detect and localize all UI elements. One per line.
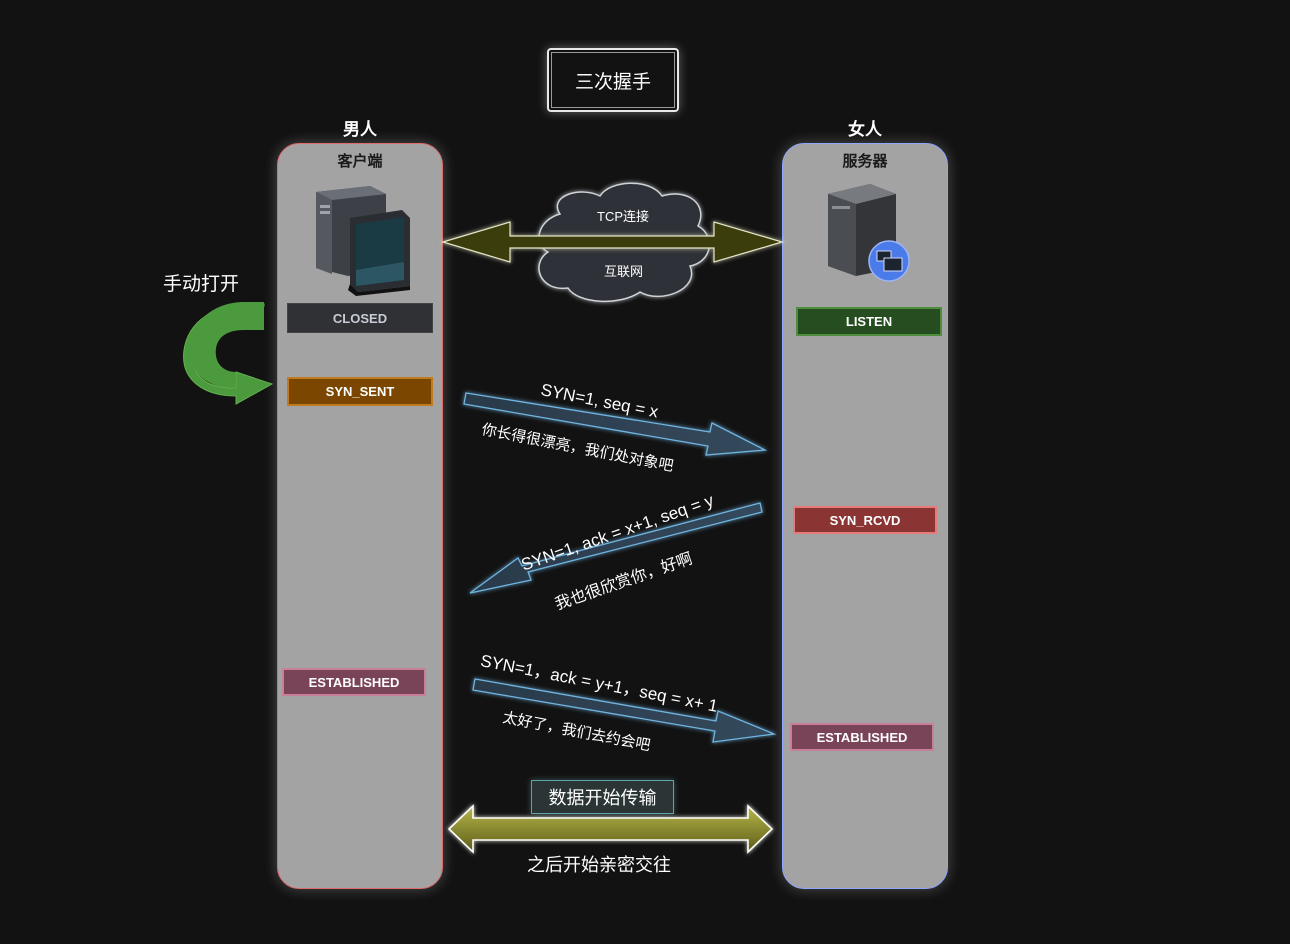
server-icon	[828, 184, 910, 282]
manual-open-label: 手动打开	[163, 274, 240, 295]
state-established-server: ESTABLISHED	[790, 723, 934, 751]
state-syn-rcvd: SYN_RCVD	[793, 506, 937, 534]
data-transfer-arrow	[447, 804, 774, 854]
server-label: 服务器	[842, 152, 888, 170]
ack-arrow	[472, 678, 777, 743]
cloud-bottom-label: 互联网	[604, 264, 644, 279]
state-established-client: ESTABLISHED	[282, 668, 426, 696]
client-label: 客户端	[337, 152, 383, 170]
syn-ack-arrow	[469, 502, 763, 594]
diagram-title: 三次握手	[547, 48, 679, 112]
client-computer-icon	[316, 186, 410, 296]
server-role: 女人	[848, 120, 882, 140]
connection-arrow	[440, 221, 785, 263]
client-role: 男人	[343, 120, 377, 140]
state-closed: CLOSED	[287, 303, 433, 333]
manual-open-arrow	[183, 302, 274, 405]
state-listen: LISTEN	[796, 307, 942, 336]
data-transfer-label: 数据开始传输	[531, 780, 674, 814]
syn-arrow	[463, 392, 768, 456]
cloud-top-label: TCP连接	[597, 209, 650, 224]
state-syn-sent: SYN_SENT	[287, 377, 433, 406]
after-label: 之后开始亲密交往	[527, 855, 671, 875]
